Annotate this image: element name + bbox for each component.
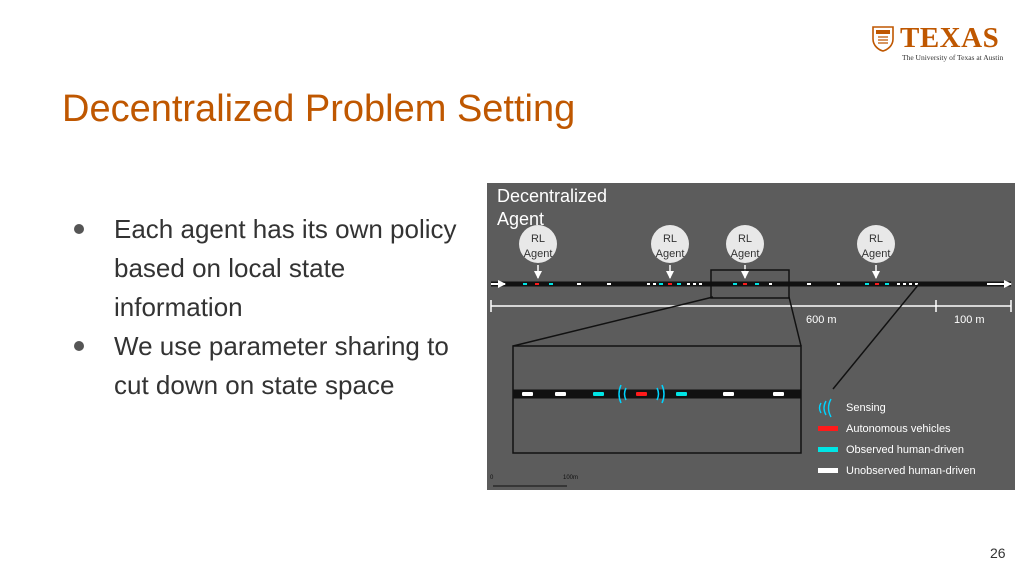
zoom-inset: 0 100m (490, 345, 802, 487)
rl-agent-label-line2: Agent (731, 248, 760, 260)
bullet-list: Each agent has its own policy based on l… (74, 210, 474, 405)
page-number: 26 (990, 545, 1006, 561)
legend-label: Observed human-driven (846, 444, 964, 456)
rl-agent-marker: RL Agent (726, 225, 764, 279)
rl-agent-label-line1: RL (663, 233, 677, 245)
figure-header-line2: Agent (497, 209, 544, 229)
rl-agent-label-line1: RL (869, 233, 883, 245)
university-logo: TEXAS The University of Texas at Austin (872, 22, 1004, 68)
main-road (491, 280, 1012, 288)
legend-item-sensing: Sensing (818, 398, 886, 418)
rl-agent-marker: RL Agent (857, 225, 895, 279)
distance-scale: 600 m 100 m (490, 300, 1012, 326)
legend-label: Autonomous vehicles (846, 423, 951, 435)
zoom-connector-right (788, 296, 802, 347)
vehicle-dots (523, 283, 918, 285)
bullet-dot-icon (74, 224, 84, 234)
autonomous-swatch-icon (818, 426, 838, 431)
logo-subtitle: The University of Texas at Austin (902, 53, 1004, 62)
rl-agent-label-line2: Agent (862, 248, 891, 260)
bullet-item: We use parameter sharing to cut down on … (74, 327, 474, 405)
bullet-dot-icon (74, 341, 84, 351)
observed-swatch-icon (818, 447, 838, 452)
rl-agent-label-line2: Agent (524, 248, 553, 260)
inset-vehicles (522, 392, 784, 396)
legend-label: Sensing (846, 402, 886, 414)
rl-agent-marker: RL Agent (519, 225, 557, 279)
logo-wordmark: TEXAS (900, 22, 1000, 54)
sensing-icon (818, 398, 832, 418)
distance-main-label: 600 m (806, 314, 837, 326)
rl-agent-label-line2: Agent (656, 248, 685, 260)
legend-label: Unobserved human-driven (846, 465, 976, 477)
rl-agent-label-line1: RL (531, 233, 545, 245)
rl-agent-label-line1: RL (738, 233, 752, 245)
legend-item-autonomous: Autonomous vehicles (818, 423, 951, 435)
bullet-item: Each agent has its own policy based on l… (74, 210, 474, 327)
zoom-box (710, 269, 790, 299)
scale-start-label: 0 (490, 475, 494, 481)
bullet-text: Each agent has its own policy based on l… (114, 214, 457, 322)
zoom-connector-left (512, 296, 714, 347)
highway-figure: Decentralized Agent RL Agent RL Agent RL… (487, 183, 1015, 490)
bullet-text: We use parameter sharing to cut down on … (114, 331, 449, 400)
end-marker-line (832, 283, 920, 390)
slide-title: Decentralized Problem Setting (62, 88, 576, 130)
unobserved-swatch-icon (818, 468, 838, 473)
highway-diagram: Decentralized Agent RL Agent RL Agent RL… (490, 186, 1012, 487)
figure-header-line1: Decentralized (497, 186, 607, 206)
inset-scale-bar: 0 100m (490, 475, 578, 487)
rl-agent-marker: RL Agent (651, 225, 689, 279)
legend-item-observed: Observed human-driven (818, 444, 964, 456)
sensing-wave-icon (618, 384, 665, 404)
legend: Sensing Autonomous vehicles Observed hum… (818, 398, 976, 477)
distance-tail-label: 100 m (954, 314, 985, 326)
scale-end-label: 100m (563, 475, 578, 481)
shield-icon (872, 26, 894, 52)
legend-item-unobserved: Unobserved human-driven (818, 465, 976, 477)
